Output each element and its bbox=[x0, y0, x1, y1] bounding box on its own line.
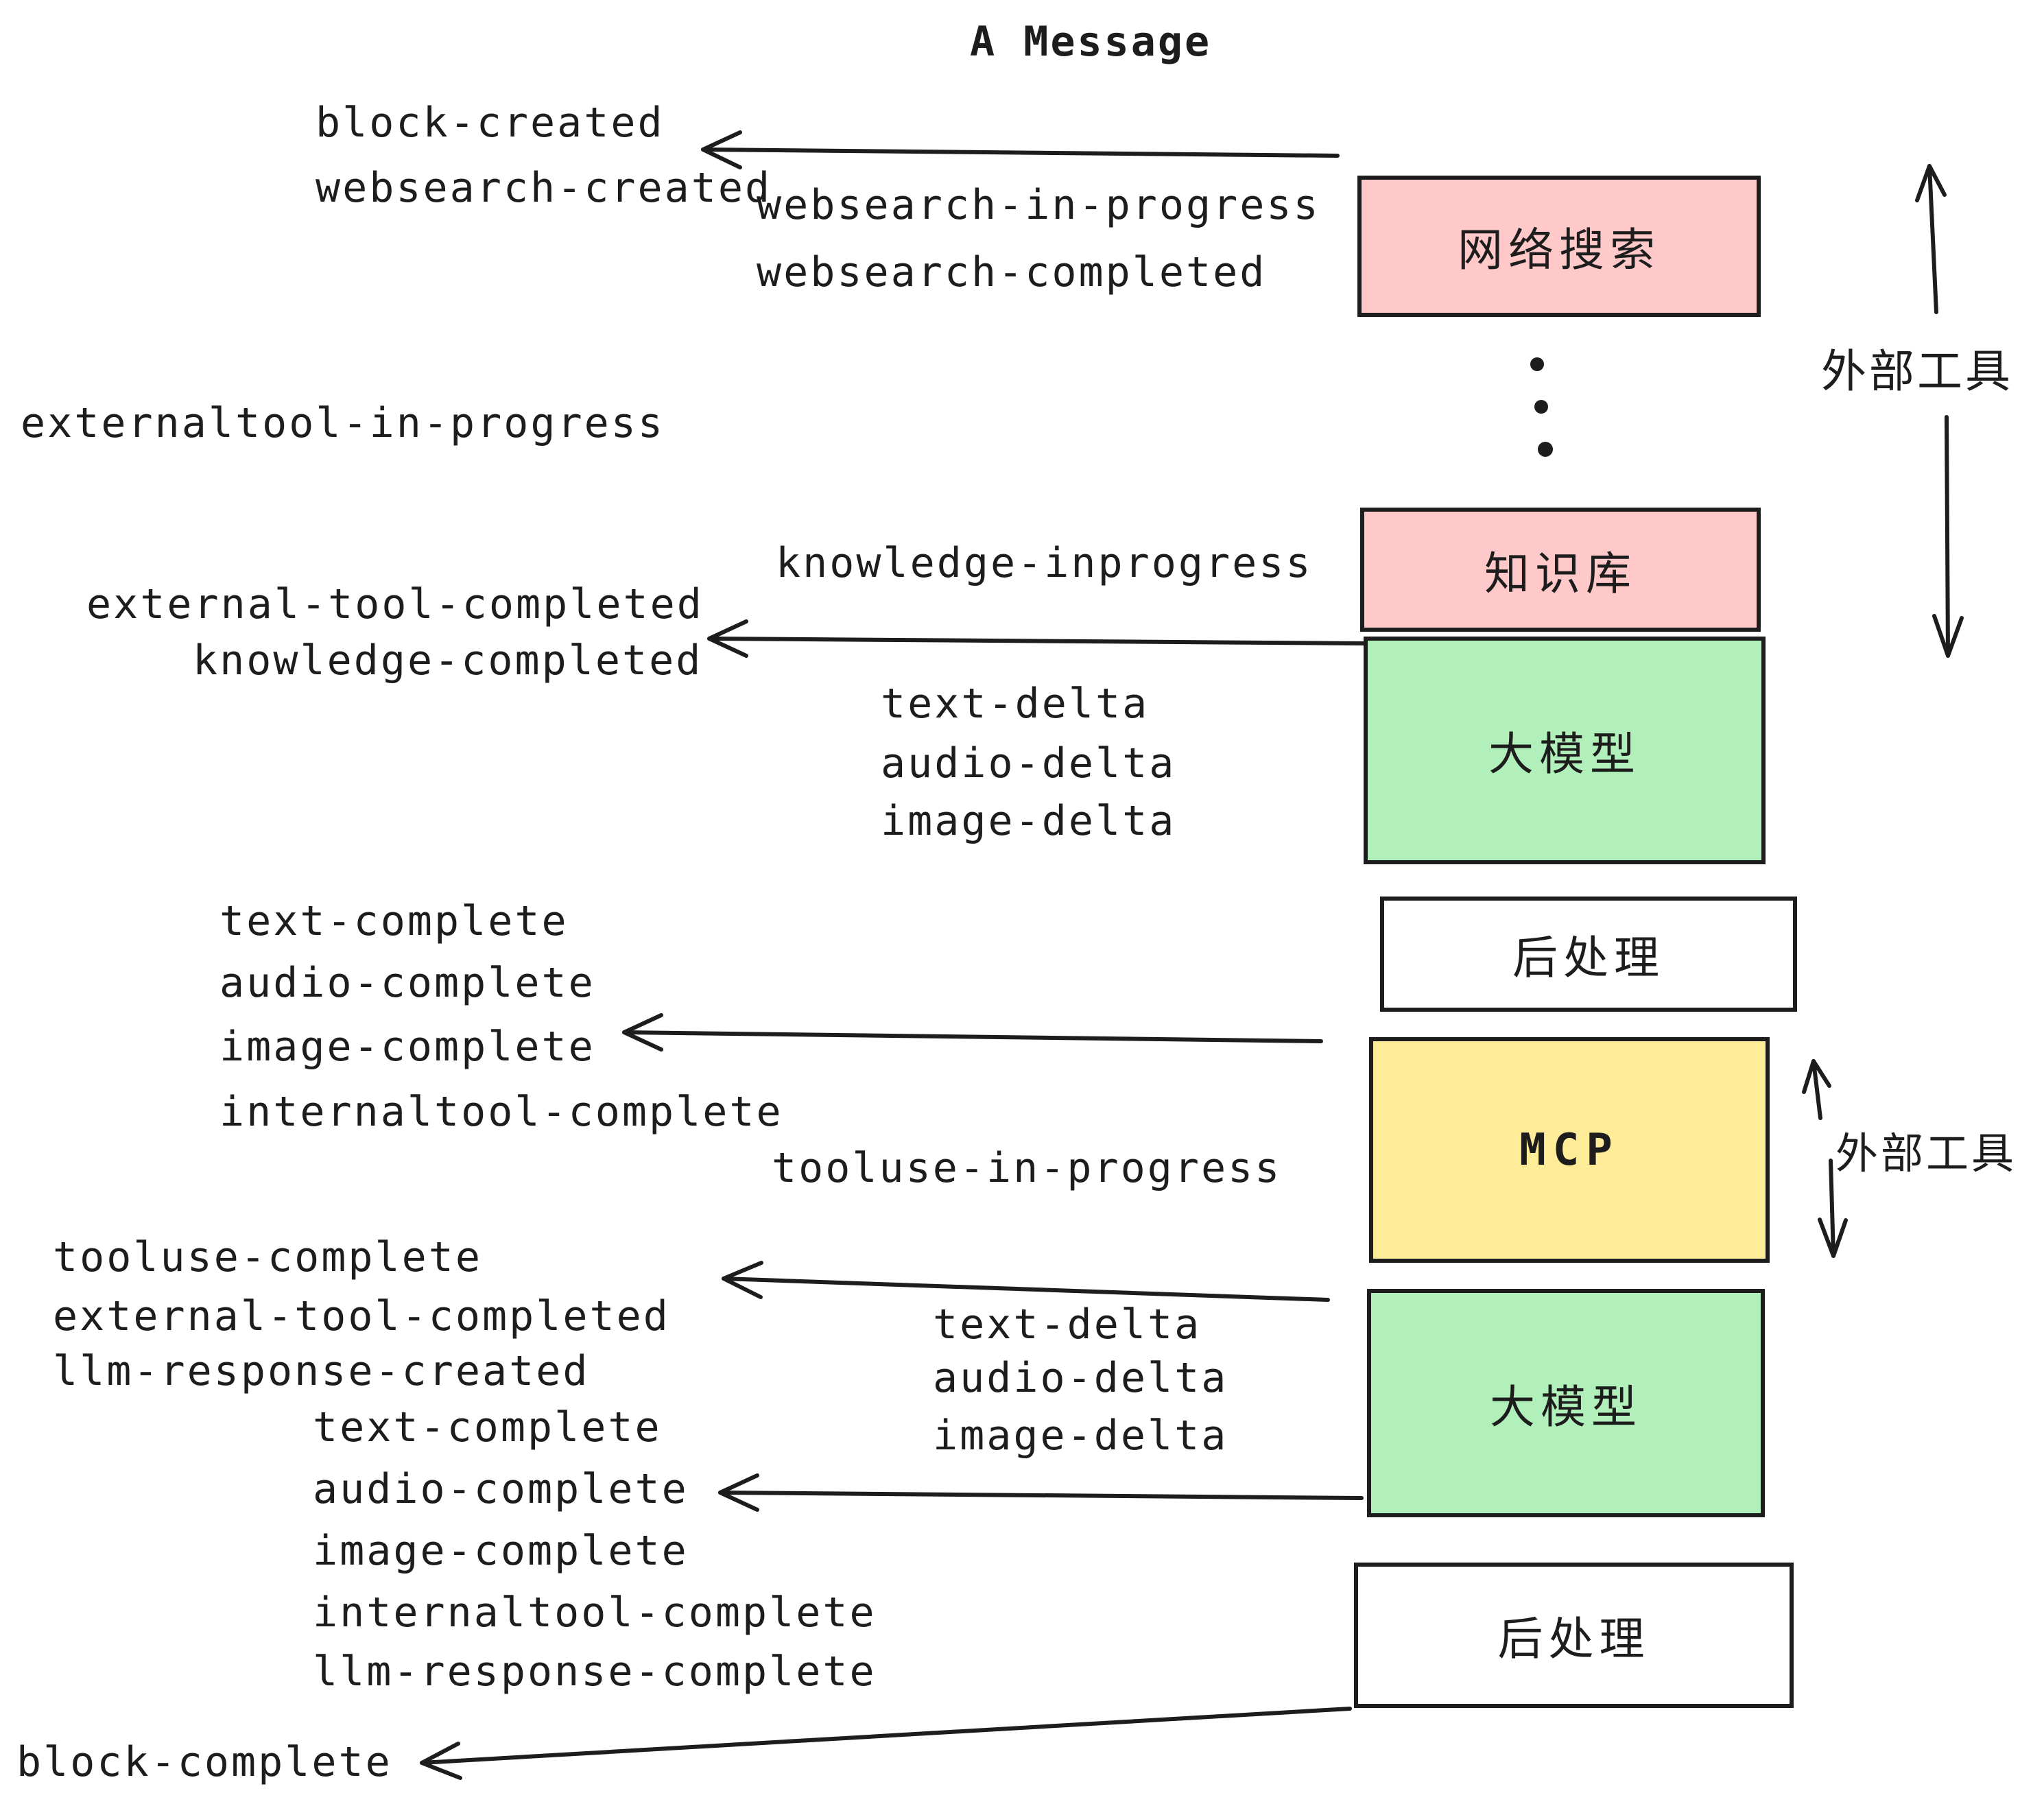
box-mcp: MCP bbox=[1369, 1037, 1770, 1263]
event-text-complete-1: text-complete bbox=[219, 897, 569, 945]
external-tools-top-up-arrow bbox=[1915, 164, 1947, 314]
arrow-to-knowledge-completed bbox=[707, 619, 1366, 658]
box-llm-1-label: 大模型 bbox=[1488, 728, 1641, 781]
event-audio-complete-2: audio-complete bbox=[313, 1465, 689, 1513]
event-tooluse-complete: tooluse-complete bbox=[53, 1233, 482, 1281]
vertical-ellipsis-dots bbox=[1530, 357, 1553, 457]
event-externaltool-in-progress: externaltool-in-progress bbox=[21, 399, 665, 447]
event-websearch-in-progress: websearch-in-progress bbox=[757, 181, 1320, 229]
box-mcp-label: MCP bbox=[1519, 1124, 1619, 1176]
event-image-complete-1: image-complete bbox=[219, 1023, 595, 1071]
event-internaltool-complete-1: internaltool-complete bbox=[219, 1088, 783, 1136]
arrow-to-image-complete bbox=[622, 1013, 1323, 1052]
event-text-delta-1: text-delta bbox=[881, 680, 1150, 728]
box-llm-1: 大模型 bbox=[1364, 637, 1766, 864]
arrow-to-tooluse-complete bbox=[722, 1261, 1330, 1302]
event-image-complete-2: image-complete bbox=[313, 1527, 689, 1575]
box-websearch: 网络搜索 bbox=[1357, 176, 1761, 317]
event-audio-complete-1: audio-complete bbox=[219, 959, 595, 1007]
box-llm-2-label: 大模型 bbox=[1490, 1380, 1642, 1434]
external-tools-top-down-arrow bbox=[1932, 415, 1964, 658]
arrow-to-audio-complete bbox=[718, 1473, 1364, 1512]
event-llm-response-created: llm-response-created bbox=[53, 1347, 590, 1395]
event-audio-delta-2: audio-delta bbox=[933, 1354, 1228, 1402]
event-websearch-completed: websearch-completed bbox=[757, 248, 1267, 296]
event-knowledge-inprogress: knowledge-inprogress bbox=[776, 539, 1313, 587]
box-post-process-1-label: 后处理 bbox=[1512, 931, 1665, 984]
event-websearch-created: websearch-created bbox=[316, 164, 772, 212]
event-external-tool-completed-1: external-tool-completed bbox=[86, 580, 704, 628]
external-tools-label-mcp: 外部工具 bbox=[1835, 1128, 2017, 1178]
page-title: A Message bbox=[970, 18, 1212, 66]
box-post-process-1: 后处理 bbox=[1380, 897, 1797, 1012]
event-internaltool-complete-2: internaltool-complete bbox=[313, 1589, 877, 1637]
box-post-process-2-label: 后处理 bbox=[1497, 1613, 1650, 1665]
box-llm-2: 大模型 bbox=[1367, 1289, 1765, 1517]
event-llm-response-complete: llm-response-complete bbox=[313, 1648, 877, 1696]
event-image-delta-2: image-delta bbox=[933, 1412, 1228, 1460]
external-tools-label-top: 外部工具 bbox=[1821, 345, 2013, 398]
event-tooluse-in-progress: tooluse-in-progress bbox=[772, 1144, 1282, 1192]
external-tools-mcp-up-arrow bbox=[1802, 1059, 1831, 1120]
box-post-process-2: 后处理 bbox=[1354, 1563, 1794, 1708]
box-knowledge-base-label: 知识库 bbox=[1484, 547, 1637, 600]
event-audio-delta-1: audio-delta bbox=[881, 739, 1176, 787]
event-block-complete: block-complete bbox=[16, 1738, 392, 1786]
event-block-created: block-created bbox=[316, 99, 665, 147]
event-text-complete-2: text-complete bbox=[313, 1403, 662, 1451]
event-external-tool-completed-2: external-tool-completed bbox=[53, 1292, 670, 1340]
event-knowledge-completed: knowledge-completed bbox=[193, 637, 703, 685]
event-image-delta-1: image-delta bbox=[881, 797, 1176, 845]
event-text-delta-2: text-delta bbox=[933, 1301, 1202, 1349]
arrow-to-block-created bbox=[701, 130, 1340, 169]
box-websearch-label: 网络搜索 bbox=[1458, 224, 1661, 276]
arrow-to-block-complete bbox=[420, 1707, 1352, 1780]
box-knowledge-base: 知识库 bbox=[1360, 508, 1761, 632]
